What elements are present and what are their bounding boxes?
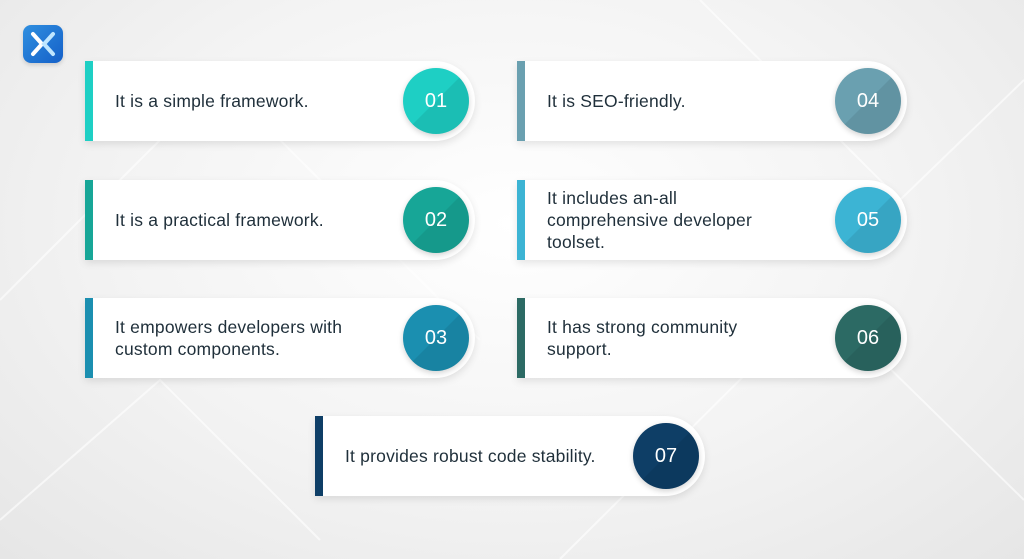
accent-bar <box>85 298 93 378</box>
feature-card-04: It is SEO-friendly. 04 <box>517 61 907 141</box>
badge-number: 07 <box>654 444 678 467</box>
feature-text: It is a practical framework. <box>115 210 324 230</box>
accent-bar <box>517 298 525 378</box>
feature-card-07: It provides robust code stability. 07 <box>315 416 705 496</box>
badge-number: 05 <box>856 208 880 231</box>
number-badge: 04 <box>835 68 901 134</box>
badge-number: 04 <box>856 89 880 112</box>
feature-text: It is a simple framework. <box>115 91 309 111</box>
feature-text: It includes an-all comprehensive develop… <box>547 188 752 252</box>
feature-text: It is SEO-friendly. <box>547 91 686 111</box>
feature-text: It empowers developers with custom compo… <box>115 317 343 359</box>
badge-number: 06 <box>856 326 880 349</box>
feature-text: It provides robust code stability. <box>345 446 596 466</box>
accent-bar <box>85 180 93 260</box>
feature-card-01: It is a simple framework. 01 <box>85 61 475 141</box>
accent-bar <box>85 61 93 141</box>
number-badge: 07 <box>633 423 699 489</box>
badge-number: 02 <box>424 208 448 231</box>
accent-bar <box>517 180 525 260</box>
logo-x-icon <box>31 32 55 56</box>
feature-card-06: It has strong community support. 06 <box>517 298 907 378</box>
feature-card-05: It includes an-all comprehensive develop… <box>517 180 907 260</box>
number-badge: 01 <box>403 68 469 134</box>
number-badge: 05 <box>835 187 901 253</box>
accent-bar <box>517 61 525 141</box>
feature-card-03: It empowers developers with custom compo… <box>85 298 475 378</box>
feature-text: It has strong community support. <box>547 317 738 359</box>
accent-bar <box>315 416 323 496</box>
badge-number: 03 <box>424 326 448 349</box>
number-badge: 03 <box>403 305 469 371</box>
logo <box>23 25 63 63</box>
feature-card-02: It is a practical framework. 02 <box>85 180 475 260</box>
number-badge: 02 <box>403 187 469 253</box>
number-badge: 06 <box>835 305 901 371</box>
badge-number: 01 <box>424 89 448 112</box>
